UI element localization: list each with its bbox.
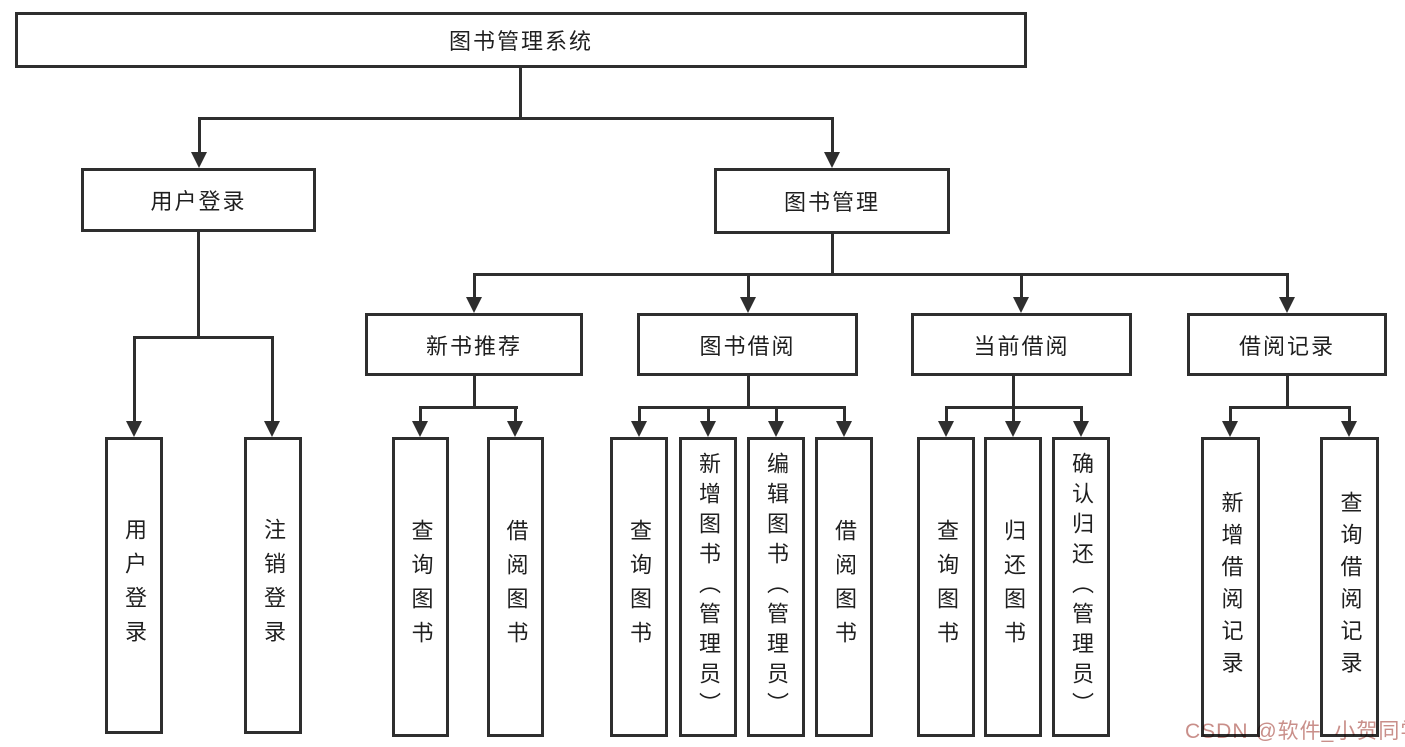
connector-line <box>831 234 834 276</box>
node-root: 图书管理系统 <box>15 12 1027 68</box>
leaf-borrow-book: 借阅图书 <box>487 437 544 737</box>
leaf-label: 查询借阅记录 <box>1337 491 1363 683</box>
arrow-down-icon <box>1341 421 1357 437</box>
leaf-label: 查询图书 <box>934 519 959 655</box>
node-book-borrow: 图书借阅 <box>637 313 858 376</box>
leaf-add-borrow-record: 新增借阅记录 <box>1201 437 1260 737</box>
leaf-add-book-admin: 新增图书（管理员） <box>679 437 737 737</box>
arrow-down-icon <box>507 421 523 437</box>
leaf-query-book: 查询图书 <box>917 437 975 737</box>
connector-line <box>1286 273 1289 300</box>
leaf-confirm-return-admin: 确认归还（管理员） <box>1052 437 1110 737</box>
leaf-label: 新增图书（管理员） <box>696 452 721 722</box>
leaf-query-borrow-record: 查询借阅记录 <box>1320 437 1379 737</box>
connector-line <box>831 117 834 155</box>
leaf-borrow-book: 借阅图书 <box>815 437 873 737</box>
connector-line <box>473 376 476 409</box>
arrow-down-icon <box>824 152 840 168</box>
connector-line <box>133 336 274 339</box>
connector-line <box>419 406 422 424</box>
arrow-down-icon <box>700 421 716 437</box>
arrow-down-icon <box>836 421 852 437</box>
connector-line <box>1348 406 1351 424</box>
leaf-label: 借阅图书 <box>503 519 529 655</box>
leaf-label: 注销登录 <box>261 517 286 654</box>
node-book-management: 图书管理 <box>714 168 950 234</box>
leaf-user-login: 用户登录 <box>105 437 163 734</box>
node-current-borrow: 当前借阅 <box>911 313 1132 376</box>
connector-line <box>519 68 522 120</box>
arrow-down-icon <box>1279 297 1295 313</box>
node-borrow-record: 借阅记录 <box>1187 313 1387 376</box>
arrow-down-icon <box>740 297 756 313</box>
leaf-logout: 注销登录 <box>244 437 302 734</box>
leaf-label: 归还图书 <box>1001 519 1026 655</box>
leaf-query-book: 查询图书 <box>392 437 449 737</box>
arrow-down-icon <box>264 421 280 437</box>
arrow-down-icon <box>1005 421 1021 437</box>
connector-line <box>638 406 641 424</box>
leaf-label: 用户登录 <box>122 517 147 654</box>
arrow-down-icon <box>768 421 784 437</box>
leaf-label: 查询图书 <box>627 519 652 655</box>
connector-line <box>1229 406 1232 424</box>
arrow-down-icon <box>1073 421 1089 437</box>
arrow-down-icon <box>191 152 207 168</box>
leaf-return-book: 归还图书 <box>984 437 1042 737</box>
leaf-label: 新增借阅记录 <box>1218 491 1244 683</box>
connector-line <box>638 406 846 409</box>
leaf-label: 查询图书 <box>408 519 434 655</box>
arrow-down-icon <box>126 421 142 437</box>
connector-line <box>271 336 274 422</box>
leaf-label: 借阅图书 <box>832 519 857 655</box>
connector-line <box>473 273 1289 276</box>
arrow-down-icon <box>938 421 954 437</box>
leaf-label: 编辑图书（管理员） <box>764 452 789 722</box>
connector-line <box>945 406 948 424</box>
connector-line <box>197 232 200 338</box>
connector-line <box>1012 376 1015 409</box>
csdn-watermark: CSDN @软件_小贺同学 <box>1185 720 1405 743</box>
arrow-down-icon <box>631 421 647 437</box>
node-user-login: 用户登录 <box>81 168 316 232</box>
arrow-down-icon <box>412 421 428 437</box>
connector-line <box>1229 406 1351 409</box>
connector-line <box>133 336 136 422</box>
arrow-down-icon <box>1013 297 1029 313</box>
leaf-edit-book-admin: 编辑图书（管理员） <box>747 437 805 737</box>
connector-line <box>1080 406 1083 424</box>
arrow-down-icon <box>1222 421 1238 437</box>
connector-line <box>198 117 201 155</box>
connector-line <box>1020 273 1023 300</box>
arrow-down-icon <box>466 297 482 313</box>
connector-line <box>473 273 476 300</box>
connector-line <box>198 117 834 120</box>
connector-line <box>775 406 778 424</box>
connector-line <box>747 376 750 409</box>
leaf-query-book: 查询图书 <box>610 437 668 737</box>
connector-line <box>1286 376 1289 409</box>
connector-line <box>419 406 518 409</box>
connector-line <box>1012 406 1015 424</box>
connector-line <box>843 406 846 424</box>
leaf-label: 确认归还（管理员） <box>1069 452 1094 722</box>
node-new-book-recommend: 新书推荐 <box>365 313 583 376</box>
connector-line <box>747 273 750 300</box>
connector-line <box>707 406 710 424</box>
connector-line <box>514 406 517 424</box>
